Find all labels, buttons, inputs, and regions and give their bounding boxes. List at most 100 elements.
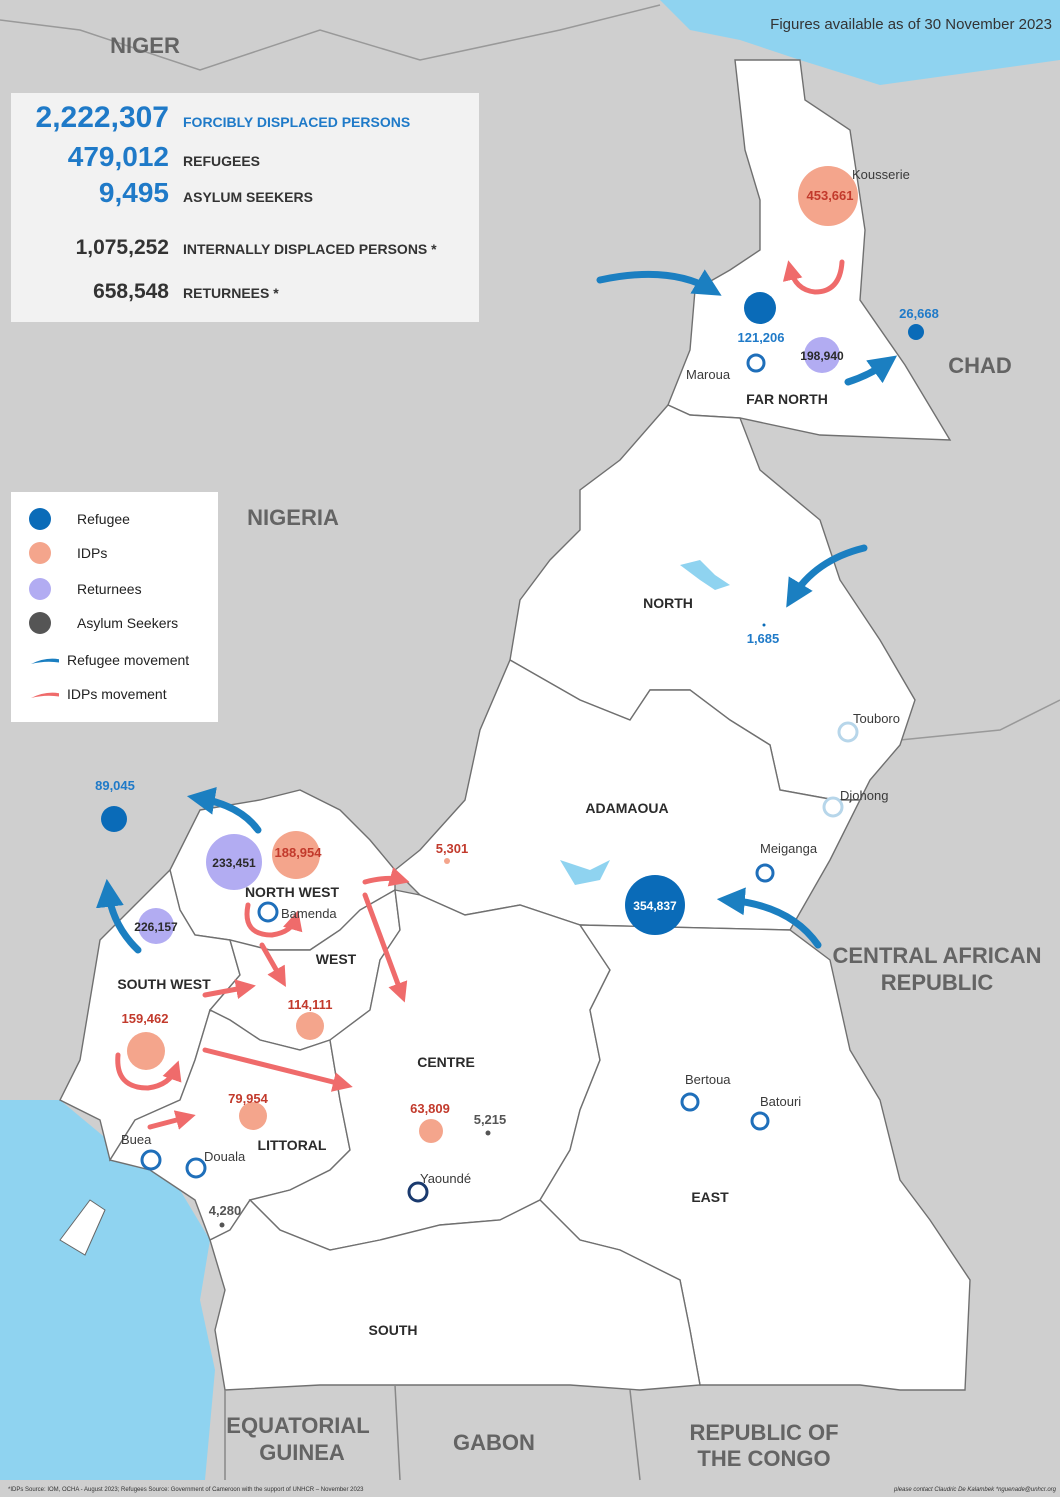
figure-adamaoua-idp: 5,301 [436,841,469,856]
figure-kousserie-idp: 453,661 [807,188,854,203]
refugee-circle-chad [908,324,924,340]
figure-littoral-asylum: 4,280 [209,1203,242,1218]
region-label-south-west: SOUTH WEST [117,976,211,992]
city-bamenda: Bamenda [281,906,337,921]
refugee-arrow-sw-nigeria [96,878,142,954]
country-car-line2: REPUBLIC [881,970,994,995]
region-label-centre: CENTRE [417,1054,475,1070]
idp-circle-centre [419,1119,443,1143]
figure-chad-refugee: 26,668 [899,306,939,321]
region-label-adamaoua: ADAMAOUA [585,800,668,816]
office-marker-maroua [746,353,766,373]
figure-far-north-returnee: 198,940 [800,349,844,363]
idp-dot-icon [29,542,51,564]
refugee-circle-north [762,623,766,627]
region-label-littoral: LITTORAL [258,1137,327,1153]
figure-west-idp: 114,111 [288,997,333,1012]
asylum-circle-centre [485,1130,491,1136]
refugee-arrow-north [786,544,868,608]
office-marker-bertoua [680,1092,700,1112]
idp-arrow-sw-littoral [147,1110,196,1130]
idp-arrow-icon [31,688,59,701]
atlantic-ocean [0,1100,215,1480]
legend-item-idps: IDPs [29,542,107,564]
office-marker-djohong [822,796,844,818]
idp-arrow-sw-centre [202,1047,353,1092]
figure-north-refugee: 1,685 [747,631,780,646]
city-meiganga: Meiganga [760,841,818,856]
city-bertoua: Bertoua [685,1072,731,1087]
idp-arrow-nw-west [259,942,286,987]
map-legend: Refugee IDPs Returnees Asylum Seekers Re… [11,492,218,722]
stat-value: 658,548 [93,280,169,303]
idp-arrow-kousserie [782,259,845,295]
figure-nw-returnee: 233,451 [212,856,256,870]
niger-border [0,4,661,71]
country-car-line1: CENTRAL AFRICAN [833,943,1042,968]
south-borders [224,1384,641,1481]
city-maroua: Maroua [686,367,731,382]
idp-circle-adamaoua [444,858,450,864]
figure-sw-idp: 159,462 [122,1011,169,1026]
idp-circle-nw [272,831,320,879]
region-label-south: SOUTH [369,1322,418,1338]
idp-circle-sw [127,1032,165,1070]
city-djohong: Djohong [840,788,888,803]
region-label-east: EAST [691,1189,729,1205]
city-buea: Buea [121,1132,152,1147]
stat-value: 479,012 [67,141,169,172]
returnee-circle-far-north [804,337,840,373]
stat-row-asylum: 9,495 ASYLUM SEEKERS [11,177,313,209]
legend-item-refugee: Refugee [29,508,130,530]
stats-panel: 2,222,307 FORCIBLY DISPLACED PERSONS 479… [11,93,479,322]
stat-row-returnees: 658,548 RETURNEES * [11,280,279,304]
country-eq-guinea-line2: GUINEA [259,1440,345,1465]
idp-arrow-sw-loop [115,1052,182,1091]
idp-arrow-sw-west [202,979,256,1000]
region-adamaoua [393,659,862,931]
figure-centre-idp: 63,809 [410,1101,450,1116]
idp-arrow-nw-centre [362,892,408,1003]
city-kousserie: Kousserie [852,167,910,182]
region-far-north [667,59,952,441]
returnee-dot-icon [29,578,51,600]
stat-label: REFUGEES [183,153,261,169]
stat-label: ASYLUM SEEKERS [183,189,313,205]
refugee-dot-icon [29,508,51,530]
idp-circle-littoral [239,1102,267,1130]
legend-label: Refugee movement [67,652,190,668]
figure-littoral-idp: 79,954 [228,1091,269,1106]
figure-nigeria-refugee: 89,045 [95,778,135,793]
city-batouri: Batouri [760,1094,801,1109]
lake-lagdo [680,560,730,590]
refugee-movements [96,269,898,954]
stat-label: FORCIBLY DISPLACED PERSONS [183,114,411,130]
country-eq-guinea-line1: EQUATORIAL [226,1413,369,1438]
legend-item-asylum: Asylum Seekers [29,612,178,634]
asylum-dot-icon [29,612,51,634]
refugee-arrow-nw-nigeria [186,786,262,834]
refugee-arrow-icon [31,654,59,667]
figure-maroua-refugee: 121,206 [738,330,785,345]
stat-label: RETURNEES * [183,285,279,301]
idp-movements [115,259,845,1130]
country-niger: NIGER [110,33,180,58]
stat-value: 1,075,252 [75,236,169,259]
idp-circle-kousserie [798,166,858,226]
returnee-circle-sw [138,908,174,944]
returnee-circle-nw [206,834,262,890]
office-marker-douala [185,1157,207,1179]
source-note: *IDPs Source: IOM, OCHA - August 2023; R… [8,1487,364,1493]
legend-item-idp-movement: IDPs movement [29,683,167,705]
country-congo-line1: REPUBLIC OF [689,1420,838,1445]
legend-label: IDPs movement [67,686,167,702]
legend-label: Asylum Seekers [77,615,179,631]
figure-car-refugee: 354,837 [633,899,677,913]
refugee-arrow-nigeria-farnorth [596,269,722,296]
figure-sw-returnee: 226,157 [134,920,178,934]
lake-chad [660,0,1060,85]
refugee-circle-maroua [744,292,776,324]
country-gabon: GABON [453,1430,535,1455]
data-circles [101,166,924,1228]
contact-note: please contact Claudric De Kalambek *ngu… [894,1487,1056,1493]
